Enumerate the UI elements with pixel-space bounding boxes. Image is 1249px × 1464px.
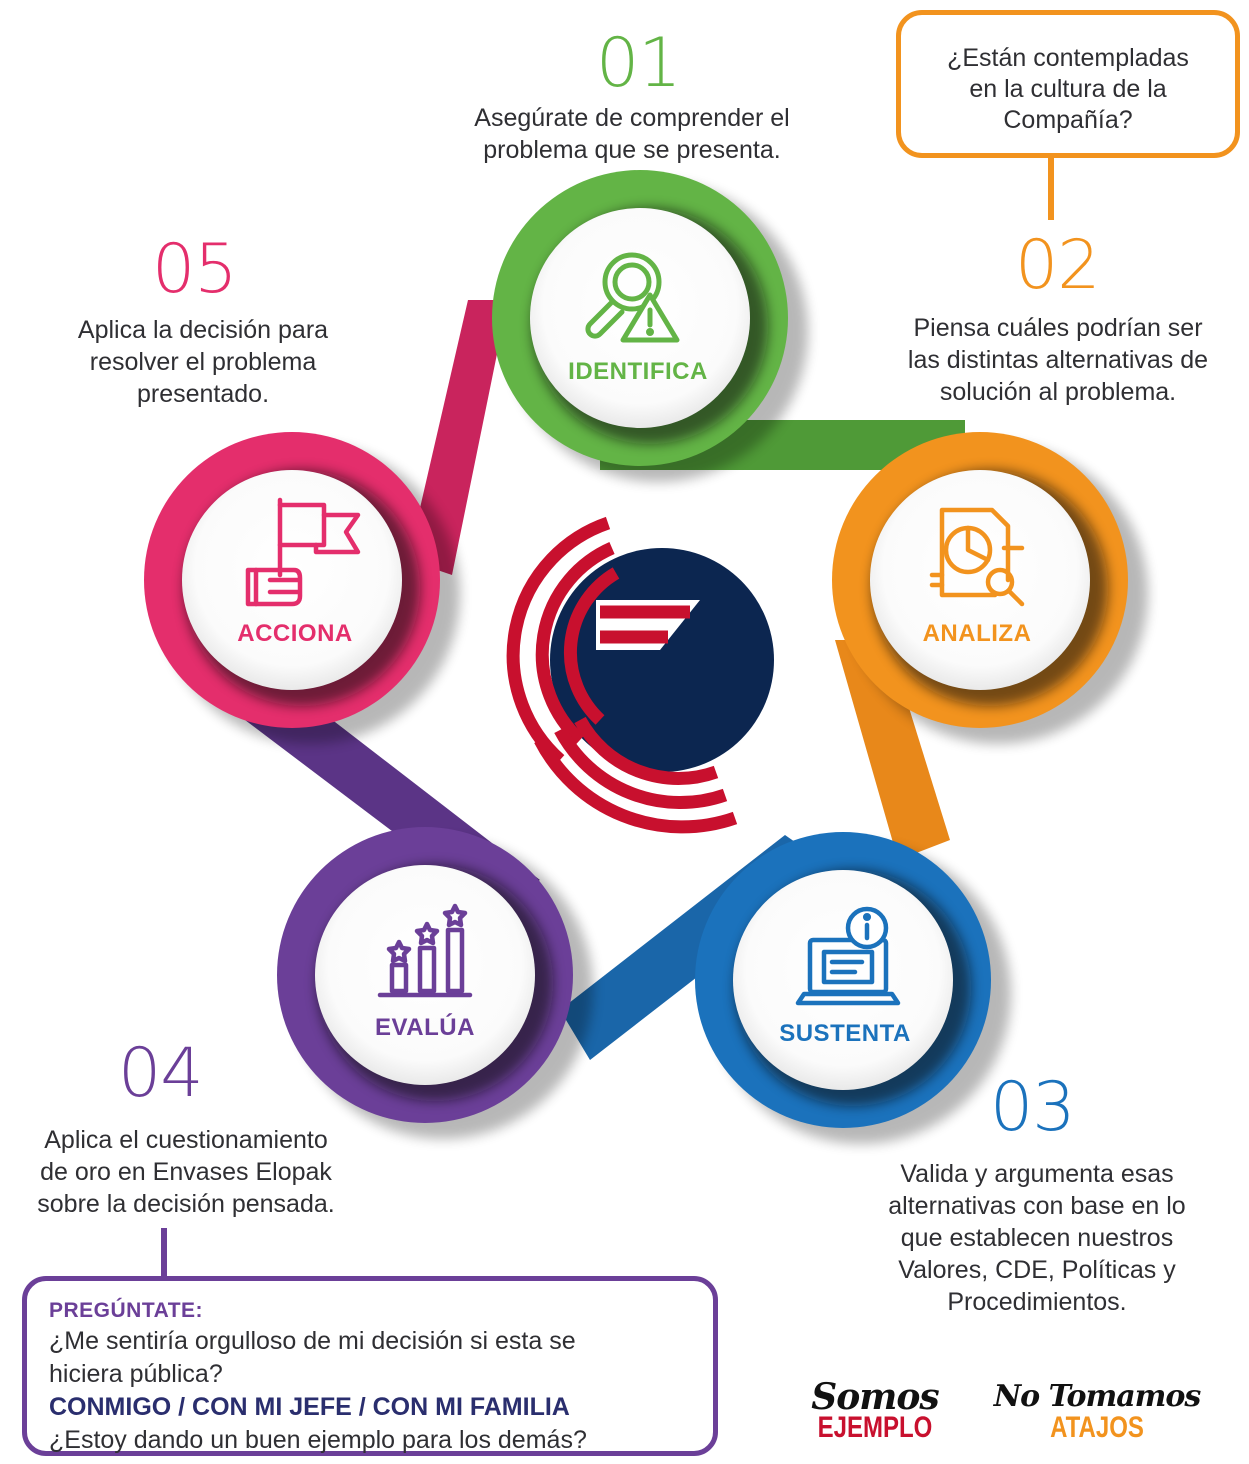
callout-line: Compañía? [1003, 106, 1133, 134]
logo-navy-circle [550, 548, 774, 772]
step-number-01: 01 [596, 24, 682, 103]
ask-bold-line: CONMIGO / CON MI JEFE / CON MI FAMILIA [49, 1393, 570, 1421]
ring-evalua [277, 827, 593, 1139]
document-chart-search-icon [929, 507, 1025, 607]
laptop-info-icon [795, 906, 901, 1006]
desc-line: Aplica el cuestionamiento [44, 1126, 328, 1154]
culture-callout: ¿Están contempladas en la cultura de la … [896, 10, 1240, 158]
brand-bottom-text: ATAJOS [1050, 1411, 1144, 1444]
connector-analiza-sustenta [835, 640, 950, 860]
ring-acciona [144, 432, 460, 744]
ask-line: ¿Estoy dando un buen ejemplo para los de… [49, 1426, 587, 1454]
desc-line: alternativas con base en lo [888, 1192, 1186, 1220]
desc-line: resolver el problema [89, 348, 317, 376]
brand-top-text: No Tomamos [993, 1379, 1202, 1414]
desc-line: Asegúrate de comprender el [474, 104, 790, 132]
desc-line: Valida y argumenta esas [900, 1160, 1174, 1188]
desc-line: que establecen nuestros [900, 1224, 1174, 1252]
culture-callout-connector [1048, 158, 1054, 220]
desc-line: Piensa cuáles podrían ser [913, 314, 1203, 342]
ring-sustenta [695, 832, 1011, 1144]
callout-line: ¿Están contempladas [947, 44, 1189, 72]
ask-line: hiciera pública? [49, 1360, 223, 1388]
ring-center-disc [315, 865, 535, 1085]
desc-line: las distintas alternativas de [907, 346, 1209, 374]
step-number-02: 02 [1015, 226, 1101, 305]
desc-line: sobre la decisión pensada. [37, 1190, 335, 1218]
ask-line: ¿Me sentiría orgulloso de mi decisión si… [49, 1327, 576, 1355]
label-acciona: ACCIONA [237, 620, 353, 647]
search-warning-icon [585, 252, 680, 343]
desc-line: problema que se presenta. [483, 136, 781, 164]
desc-line: presentado. [136, 380, 270, 408]
step-description-03: Valida y argumenta esas alternativas con… [842, 1158, 1232, 1318]
ask-title: PREGÚNTATE: [49, 1299, 204, 1322]
step-description-04: Aplica el cuestionamiento de oro en Enva… [0, 1124, 372, 1220]
brand-bottom-text: EJEMPLO [817, 1411, 933, 1444]
step-number-03: 03 [990, 1068, 1076, 1147]
step-description-05: Aplica la decisión para resolver el prob… [22, 314, 384, 410]
ring-center-disc [870, 470, 1090, 690]
label-sustenta: SUSTENTA [779, 1020, 911, 1047]
step-number-04: 04 [118, 1034, 204, 1113]
brand-top-text: Somos [811, 1376, 939, 1418]
desc-line: Valores, CDE, Políticas y [898, 1256, 1176, 1284]
ask-callout-connector [161, 1228, 167, 1278]
no-tomamos-atajos-logo: No Tomamos ATAJOS [992, 1379, 1202, 1444]
desc-line: Aplica la decisión para [77, 316, 329, 344]
desc-line: de oro en Envases Elopak [40, 1158, 332, 1186]
label-evalua: EVALÚA [375, 1014, 475, 1041]
step-description-02: Piensa cuáles podrían ser las distintas … [868, 312, 1248, 408]
ask-yourself-callout: PREGÚNTATE: ¿Me sentiría orgulloso de mi… [22, 1276, 718, 1456]
label-analiza: ANALIZA [922, 620, 1032, 647]
step-description-01: Asegúrate de comprender el problema que … [420, 102, 844, 166]
hand-flag-icon [245, 497, 361, 607]
desc-line: solución al problema. [939, 378, 1177, 406]
connector-acciona-identifica [408, 300, 508, 575]
bar-chart-stars-icon [377, 903, 473, 998]
step-number-05: 05 [152, 230, 238, 309]
elopak-logo [506, 516, 774, 834]
callout-line: en la cultura de la [969, 75, 1167, 103]
label-identifica: IDENTIFICA [568, 358, 708, 385]
desc-line: Procedimientos. [947, 1288, 1127, 1316]
somos-ejemplo-logo: Somos EJEMPLO [800, 1376, 950, 1444]
